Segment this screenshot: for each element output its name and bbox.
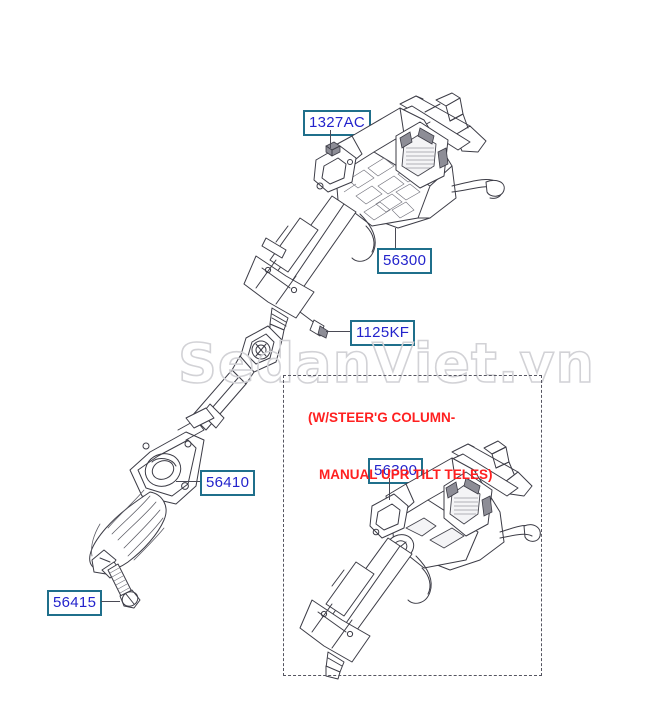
tilt-release-handle [451, 179, 505, 199]
inset-lower-bracket [299, 599, 371, 680]
bolt-1125kf [299, 311, 329, 339]
switch-gear-block [395, 121, 449, 189]
leader-line-56410 [176, 481, 200, 482]
callout-1327ac[interactable]: 1327AC [303, 110, 372, 136]
inset-upper-mount [449, 440, 533, 497]
callout-56415[interactable]: 56415 [47, 590, 103, 616]
inset-panel-dashed-border [283, 375, 542, 676]
inset-note: (W/STEER'G COLUMN- MANUAL UPR TILT TELES… [293, 389, 493, 522]
inset-tilt-handle [499, 524, 541, 542]
watermark-text: SedanViet.vn [178, 332, 595, 395]
inset-column-assembly [299, 440, 541, 680]
main-column-assembly [243, 92, 505, 341]
callout-56410[interactable]: 56410 [200, 470, 256, 496]
inset-column-tube [325, 537, 432, 635]
leader-line-1327ac [330, 130, 331, 148]
column-tube [261, 195, 376, 293]
leader-line-56300-inset [389, 478, 390, 500]
rubber-boot [89, 489, 167, 572]
bolt-56415 [107, 563, 141, 609]
inset-note-line2: MANUAL UPR TILT TELES) [319, 467, 493, 482]
callout-56300-main[interactable]: 56300 [377, 248, 433, 274]
leader-line-1125kf [326, 331, 350, 332]
thread-hatch [109, 567, 130, 594]
inset-switch-block [443, 471, 493, 537]
leader-line-56415 [101, 601, 120, 602]
inset-note-line1: (W/STEER'G COLUMN- [308, 410, 456, 425]
inset-clamp-block [369, 493, 409, 539]
callout-1125kf[interactable]: 1125KF [350, 320, 416, 346]
leader-line-56300-main [395, 228, 396, 248]
bolt-1327ac [325, 141, 341, 157]
